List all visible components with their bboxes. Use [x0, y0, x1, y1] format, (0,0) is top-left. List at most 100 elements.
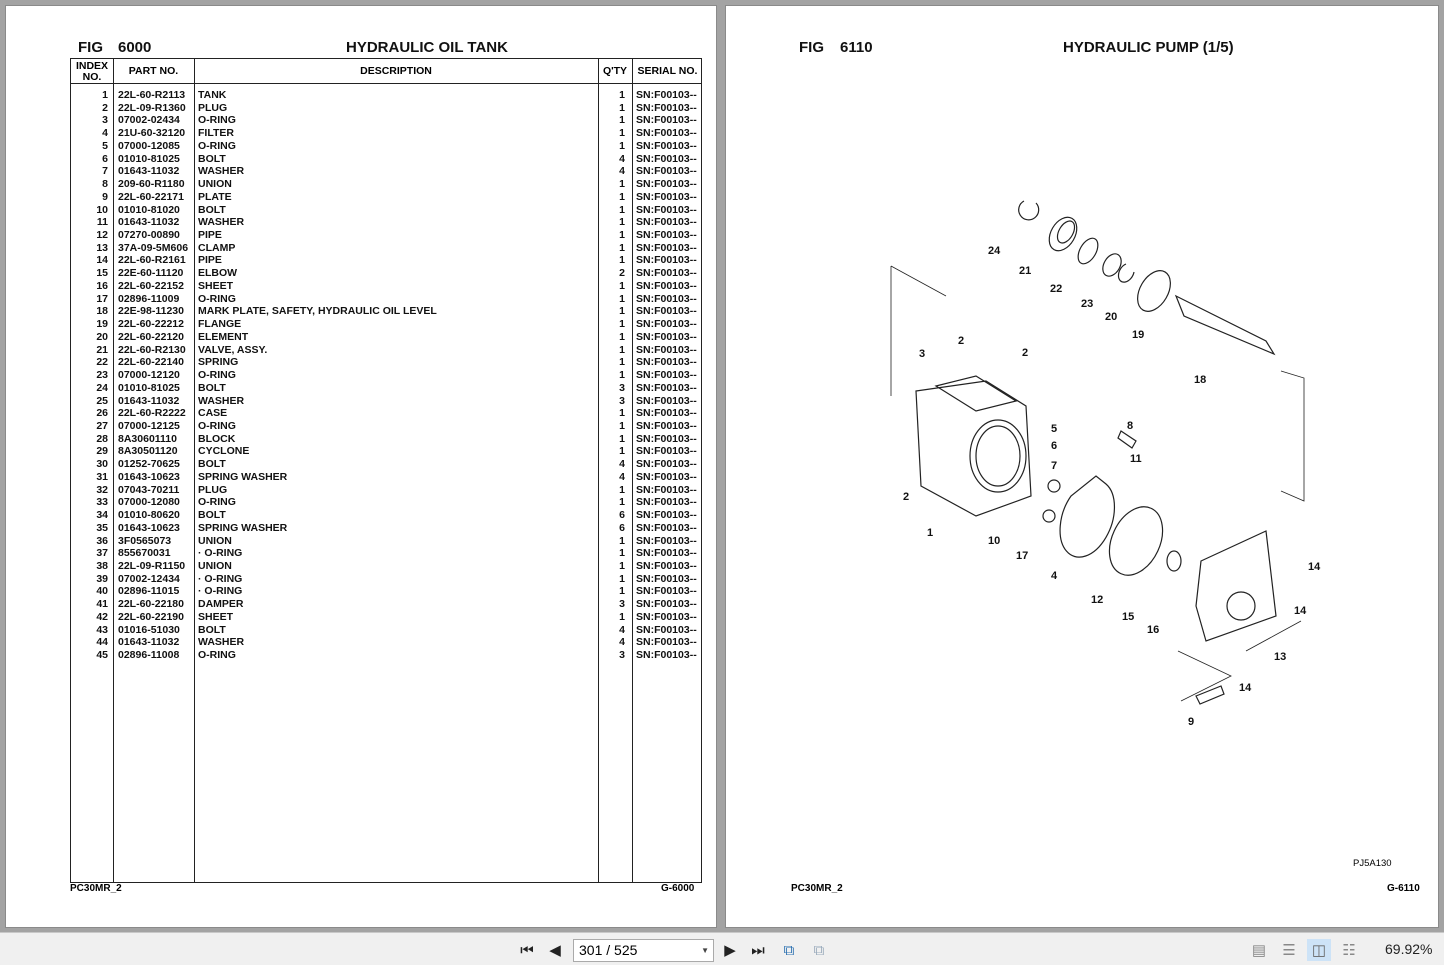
cell-serial: SN:F00103--: [636, 101, 697, 114]
first-page-button[interactable]: ⏮: [516, 939, 538, 961]
cell-description: BOLT: [198, 152, 226, 165]
cell-part-no: 07000-12120: [118, 369, 180, 382]
cell-description: ELEMENT: [198, 330, 249, 343]
cell-description: SPRING WASHER: [198, 470, 288, 483]
cell-qty: 4: [619, 623, 625, 636]
cell-serial: SN:F00103--: [636, 585, 697, 598]
cell-description: PLUG: [198, 483, 228, 496]
callout-label: 16: [1147, 624, 1160, 636]
cell-part-no: 02896-11008: [118, 649, 180, 662]
callout-label: 17: [1016, 550, 1029, 562]
single-page-button[interactable]: ▤: [1248, 939, 1270, 961]
cell-serial: SN:F00103--: [636, 305, 697, 318]
forward-view-button[interactable]: ⧉: [808, 939, 830, 961]
cell-index: 21: [96, 343, 108, 356]
cell-serial: SN:F00103--: [636, 178, 697, 191]
fig-label: FIG: [78, 39, 103, 56]
continuous-facing-button[interactable]: ☷: [1338, 939, 1360, 961]
page-title: HYDRAULIC PUMP (1/5): [1063, 39, 1234, 56]
cell-description: SHEET: [198, 610, 234, 623]
cell-index: 20: [96, 330, 108, 343]
cell-description: FLANGE: [198, 318, 242, 331]
cell-serial: SN:F00103--: [636, 139, 697, 152]
cell-qty: 1: [619, 610, 625, 623]
callout-label: 7: [1051, 460, 1058, 472]
cell-index: 18: [96, 305, 108, 318]
cell-serial: SN:F00103--: [636, 292, 697, 305]
cell-index: 10: [96, 203, 108, 216]
cell-part-no: 22L-09-R1150: [118, 560, 186, 572]
cell-qty: 1: [619, 305, 625, 318]
cell-index: 16: [96, 279, 108, 292]
cell-qty: 1: [619, 318, 625, 331]
cell-description: O-RING: [198, 649, 236, 662]
cell-serial: SN:F00103--: [636, 330, 697, 343]
page-number-input[interactable]: 301 / 525▼: [573, 939, 714, 962]
cell-part-no: 22L-60-22180: [118, 598, 184, 611]
cell-index: 4: [102, 127, 108, 140]
cell-qty: 3: [619, 649, 625, 662]
callout-label: 13: [1274, 651, 1287, 663]
cell-serial: SN:F00103--: [636, 127, 697, 140]
cell-serial: SN:F00103--: [636, 216, 697, 229]
back-view-button[interactable]: ⧉: [778, 939, 800, 961]
cell-serial: SN:F00103--: [636, 610, 697, 623]
callout-label: 4: [1051, 570, 1058, 582]
facing-pages-button[interactable]: ◫: [1307, 939, 1331, 961]
cell-index: 15: [96, 267, 108, 280]
cell-serial: SN:F00103--: [636, 483, 697, 496]
cell-serial: SN:F00103--: [636, 432, 697, 445]
cell-index: 23: [96, 369, 108, 382]
callout-label: 21: [1019, 265, 1032, 277]
next-page-button[interactable]: ▶: [720, 939, 740, 961]
callout-label: 5: [1051, 423, 1058, 435]
dropdown-arrow-icon[interactable]: ▼: [701, 946, 709, 955]
prev-page-button[interactable]: ◀: [545, 939, 565, 961]
cell-qty: 1: [619, 356, 625, 369]
cell-part-no: 07043-70211: [118, 483, 180, 496]
forward-view-icon: ⧉: [813, 941, 825, 959]
cell-part-no: 01643-11032: [118, 216, 180, 229]
cell-index: 36: [96, 534, 108, 547]
cell-qty: 1: [619, 330, 625, 343]
cell-description: PLUG: [198, 101, 228, 114]
cell-serial: SN:F00103--: [636, 419, 697, 432]
last-page-button[interactable]: ⏭: [747, 939, 769, 961]
cell-part-no: 8A30501120: [118, 445, 178, 458]
cell-description: O-RING: [198, 114, 236, 127]
cell-index: 34: [96, 509, 108, 522]
cell-qty: 1: [619, 178, 625, 191]
cell-description: O-RING: [198, 419, 236, 432]
callout-label: 6: [1051, 440, 1058, 452]
fig-number: 6110: [840, 39, 873, 56]
zoom-level[interactable]: 69.92%: [1385, 941, 1433, 957]
cell-qty: 1: [619, 241, 625, 254]
cell-description: ELBOW: [198, 267, 238, 280]
cell-part-no: 22E-60-11120: [118, 267, 184, 280]
cell-part-no: 22L-60-22120: [118, 330, 184, 343]
continuous-button[interactable]: ☰: [1278, 939, 1300, 961]
prev-page-icon: ◀: [549, 942, 561, 959]
table-row: 20 22L-60-22120 ELEMENT 1 SN:F00103--: [71, 331, 701, 344]
cell-serial: SN:F00103--: [636, 560, 697, 572]
cell-qty: 1: [619, 496, 625, 509]
cell-index: 30: [96, 458, 108, 471]
cell-qty: 1: [619, 560, 625, 572]
cell-part-no: 07000-12085: [118, 139, 180, 152]
cell-serial: SN:F00103--: [636, 241, 697, 254]
callout-label: 1: [927, 527, 934, 539]
cell-description: · O-RING: [198, 585, 243, 598]
cell-part-no: 22L-60-R2222: [118, 407, 186, 420]
